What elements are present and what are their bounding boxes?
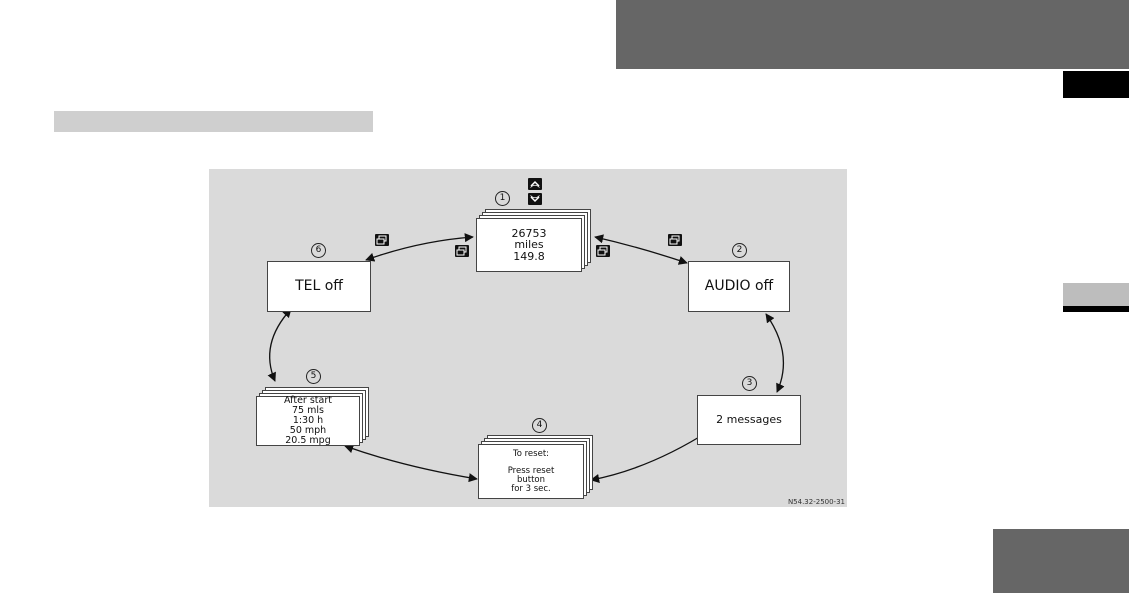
section-heading-bar xyxy=(54,111,373,132)
arrow-2-to-3 xyxy=(766,314,783,392)
screen-5-line-5: 20.5 mpg xyxy=(285,436,331,446)
side-tab-black xyxy=(1063,71,1129,98)
screen-trip-after-start: After start 75 mls 1:30 h 50 mph 20.5 mp… xyxy=(256,396,360,446)
screen-1-line-3: 149.8 xyxy=(513,251,545,263)
screen-number-5: 5 xyxy=(306,369,321,384)
screen-messages: 2 messages xyxy=(697,395,801,445)
screen-6-line-1: TEL off xyxy=(295,279,343,294)
page-back-button-icon xyxy=(455,245,469,257)
screen-number-3: 3 xyxy=(742,376,757,391)
screen-4-line-5: for 3 sec. xyxy=(511,485,551,494)
page-forward-button-icon xyxy=(596,245,610,257)
screen-reset-instructions: To reset: Press reset button for 3 sec. xyxy=(478,444,584,499)
arrow-4-to-5 xyxy=(345,446,477,479)
screen-number-1: 1 xyxy=(495,191,510,206)
multifunction-display-diagram: 1 26753 miles 149.8 2 AUDIO off 3 2 mess… xyxy=(209,169,847,507)
screen-2-line-1: AUDIO off xyxy=(705,279,773,294)
arrow-down-button-icon xyxy=(528,193,542,205)
screen-audio-off: AUDIO off xyxy=(688,261,790,312)
screen-number-6: 6 xyxy=(311,243,326,258)
page-forward-button-icon xyxy=(668,234,682,246)
corner-box xyxy=(993,529,1129,593)
page-back-button-icon xyxy=(375,234,389,246)
side-tab-gray xyxy=(1063,283,1129,312)
screen-4-line-1: To reset: xyxy=(513,450,549,459)
figure-code: N54.32-2500-31 xyxy=(788,498,845,506)
arrow-3-to-4 xyxy=(591,431,709,480)
screen-3-line-1: 2 messages xyxy=(716,414,782,426)
screen-number-4: 4 xyxy=(532,418,547,433)
screen-odometer: 26753 miles 149.8 xyxy=(476,218,582,272)
arrow-5-to-6 xyxy=(270,309,291,381)
screen-tel-off: TEL off xyxy=(267,261,371,312)
header-bar xyxy=(616,0,1129,69)
arrow-up-button-icon xyxy=(528,178,542,190)
screen-number-2: 2 xyxy=(732,243,747,258)
